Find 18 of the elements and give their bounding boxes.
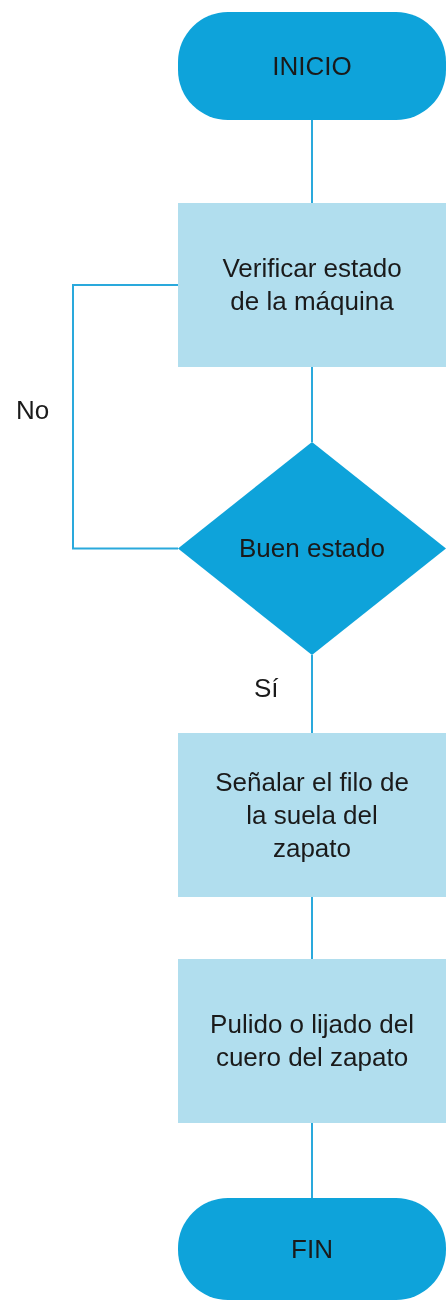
node-label: Verificar estado de la máquina [221,252,403,318]
connector-line [311,119,313,204]
process-box [178,959,446,1123]
node-label: Pulido o lijado del cuero del zapato [209,1008,415,1074]
decision-diamond [178,442,446,655]
connector-line [72,284,179,550]
terminal-shape [178,1198,446,1300]
connector-line [311,896,313,960]
connector-line [311,654,313,734]
process-box [178,733,446,897]
node-label: FIN [291,1232,333,1266]
node-label: Buen estado [239,532,385,565]
process-box [178,203,446,367]
node-label: INICIO [272,49,352,83]
connector-line [311,1122,313,1199]
connector-line [311,366,313,443]
terminal-shape [178,12,446,120]
node-label: Señalar el filo de la suela del zapato [214,765,410,865]
